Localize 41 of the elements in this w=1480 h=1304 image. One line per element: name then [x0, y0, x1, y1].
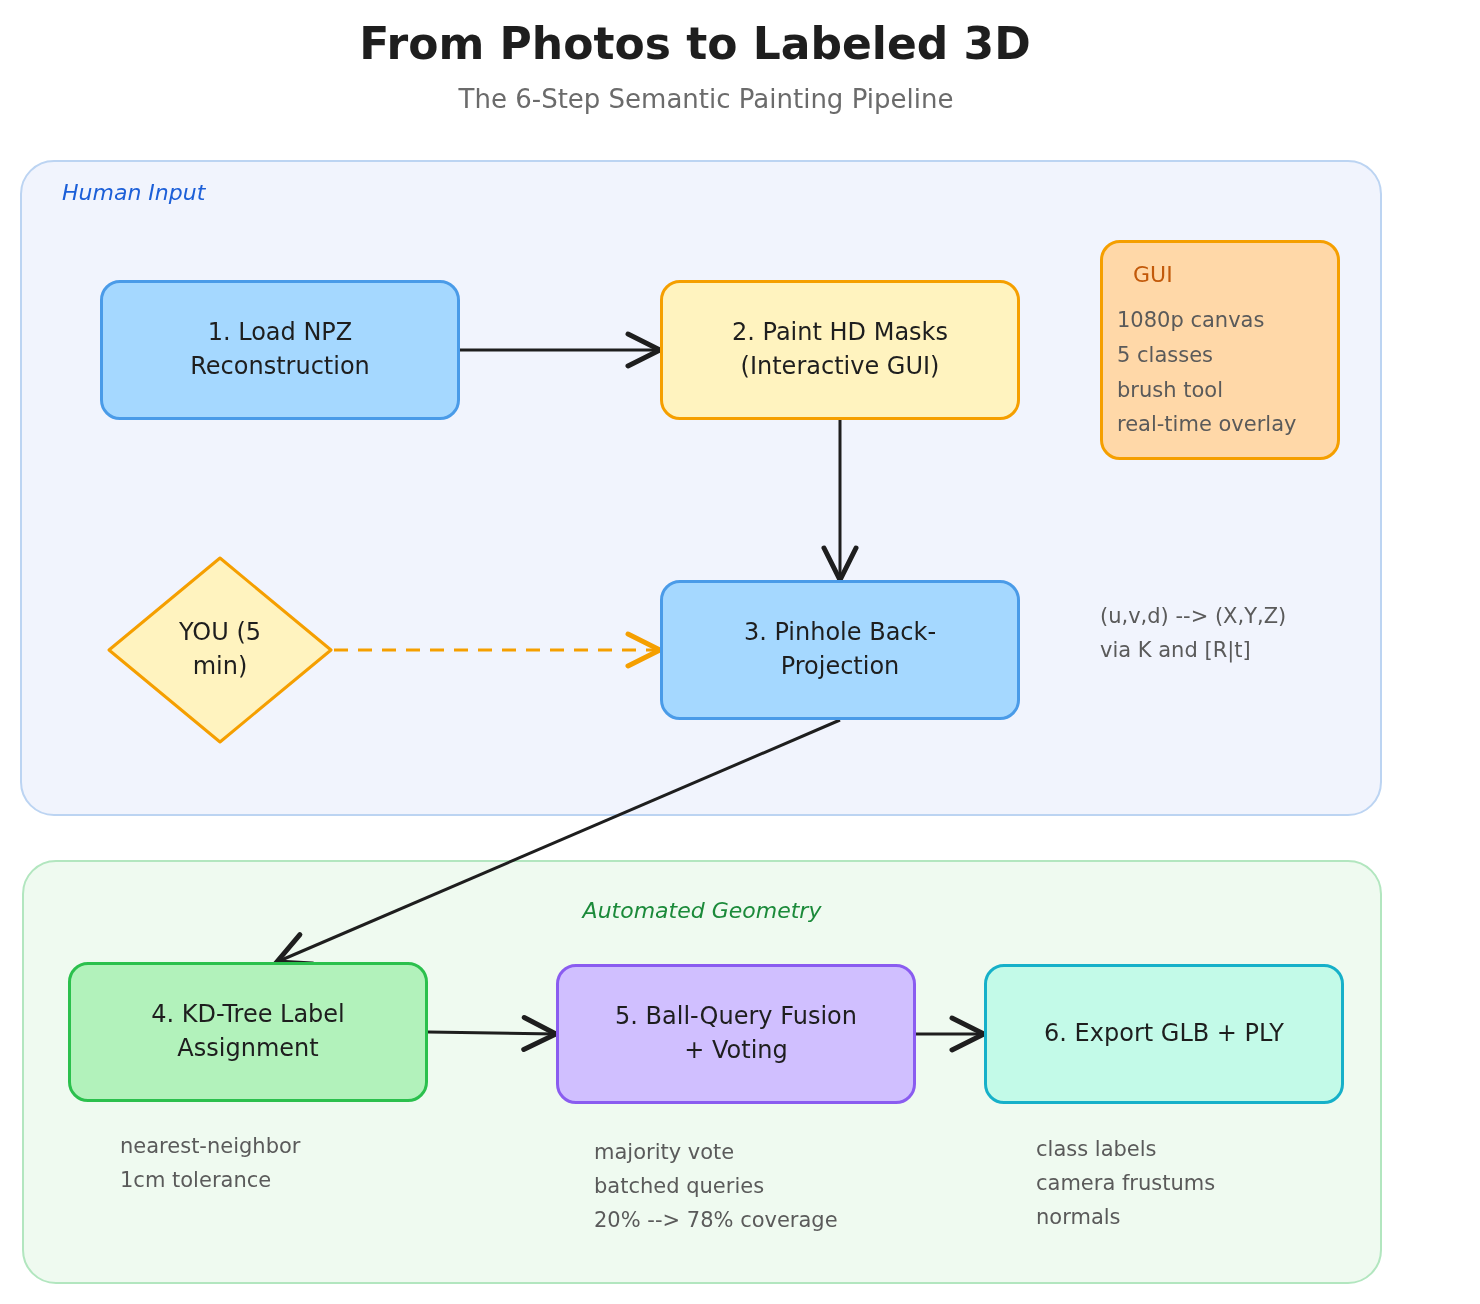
group-label: Automated Geometry: [580, 898, 823, 923]
note-box: [1100, 240, 1340, 460]
arrow: [821, 420, 859, 583]
annotation-text: 20% --> 78% coverage: [594, 1207, 838, 1234]
arrow: [427, 1015, 559, 1052]
process-box: [660, 580, 1020, 720]
annotation-text: nearest-neighbor: [120, 1133, 301, 1160]
diagram-title: From Photos to Labeled 3D: [358, 18, 1032, 69]
box-label: 2. Paint HD Masks (Interactive GUI): [731, 317, 949, 382]
box-label: 1. Load NPZ Reconstruction: [189, 317, 371, 382]
annotation-text: class labels: [1036, 1136, 1157, 1163]
subtitle: The 6-Step Semantic Painting Pipeline: [457, 84, 955, 114]
annotation-text: via K and [R|t]: [1100, 637, 1251, 665]
note-line: real-time overlay: [1117, 411, 1297, 439]
annotation-text: camera frustums: [1036, 1170, 1216, 1197]
box-label: 5. Ball-Query Fusion + Voting: [614, 1001, 858, 1066]
note-heading: GUI: [1133, 261, 1173, 289]
process-box: [556, 964, 916, 1104]
annotation-text: (u,v,d) --> (X,Y,Z): [1100, 603, 1287, 630]
box-label: 3. Pinhole Back-Projection: [742, 617, 938, 682]
annotation-text: batched queries: [594, 1173, 765, 1200]
process-box: [984, 964, 1344, 1104]
annotation-text: 1cm tolerance: [120, 1167, 272, 1194]
note-line: 5 classes: [1117, 341, 1214, 369]
diamond-label: YOU (5 min): [177, 617, 263, 682]
annotation-text: majority vote: [594, 1139, 735, 1166]
arrow: [460, 331, 663, 369]
process-box: [660, 280, 1020, 420]
group-panel: [20, 160, 1382, 816]
decision-diamond: [106, 555, 334, 745]
note-line: 1080p canvas: [1117, 307, 1265, 335]
process-box: [68, 962, 428, 1102]
box-label: 6. Export GLB + PLY: [1044, 1018, 1284, 1050]
annotation-text: normals: [1036, 1204, 1121, 1231]
arrow: [916, 1015, 987, 1053]
group-panel: [22, 860, 1382, 1284]
note-line: brush tool: [1117, 376, 1223, 404]
process-box: [100, 280, 460, 420]
arrow: [334, 631, 663, 669]
group-label: Human Input: [62, 180, 206, 205]
box-label: 4. KD-Tree Label Assignment: [150, 999, 346, 1064]
